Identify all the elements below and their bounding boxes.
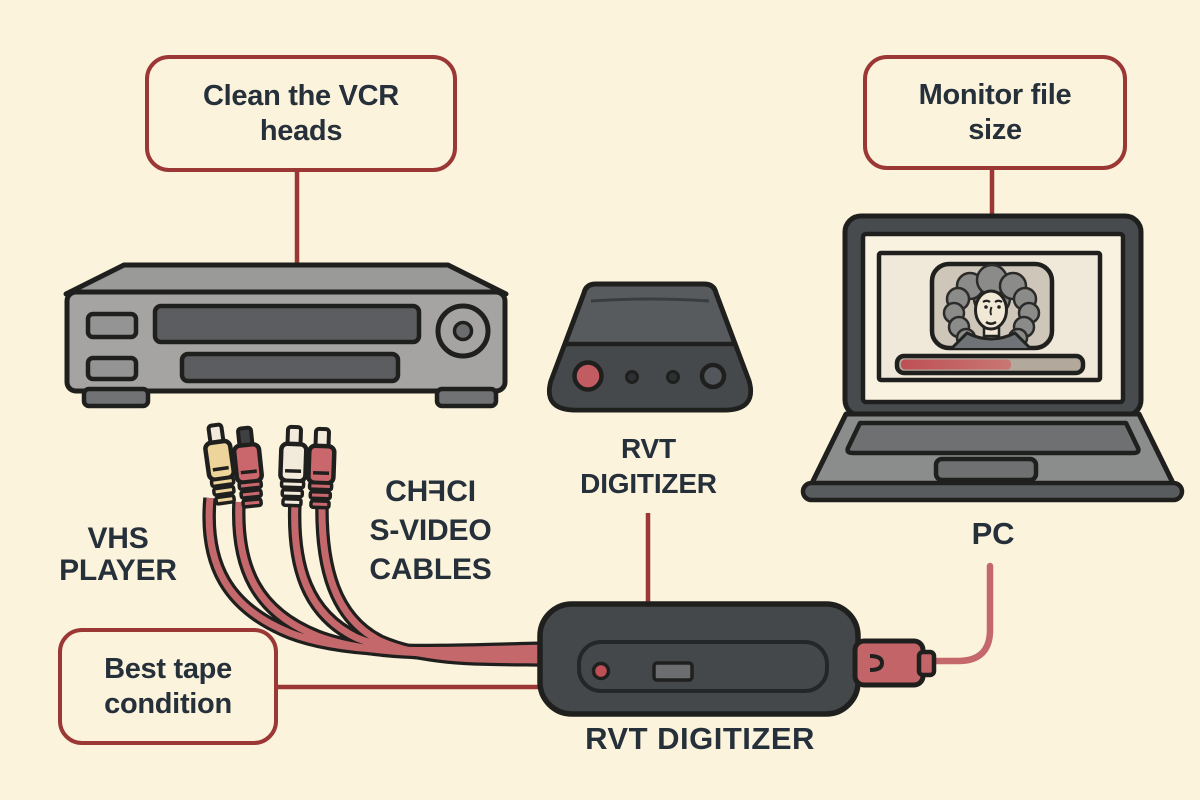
- callout-monitor-file-size: Monitor file size: [863, 55, 1127, 170]
- callout-tape-line2: condition: [104, 687, 232, 720]
- digitizer-large-illustration: [537, 601, 937, 717]
- led-dot-2: [666, 370, 680, 384]
- rca-connector-yellow: [203, 422, 237, 506]
- vcr-dial-center: [452, 320, 474, 342]
- callout-best-tape-condition: Best tape condition: [58, 628, 278, 745]
- cable-4: [318, 502, 553, 664]
- vhs-player-line2: PLAYER: [59, 554, 177, 587]
- digitizer-small-line1: RVT: [621, 433, 676, 464]
- garbled-glyph: F: [428, 475, 447, 508]
- vcr-foot-left: [81, 386, 151, 409]
- laptop-trackpad: [933, 456, 1039, 483]
- av-cables: [205, 497, 553, 664]
- callout-tape-line1: Best tape: [104, 652, 232, 685]
- rca-connector-cream: [278, 424, 309, 508]
- usb-plug-icon: [852, 638, 926, 688]
- rca-connector-red-1: [231, 425, 264, 509]
- vcr-top-face: [63, 262, 509, 297]
- vcr-cassette-slot: [152, 303, 422, 345]
- digitizer-small-lid-line: [590, 297, 710, 303]
- led-dot-1: [625, 370, 639, 384]
- usb-plug-symbol: [869, 654, 884, 672]
- cables-line2: S-VIDEO: [369, 514, 492, 547]
- callout-clean-line1: Clean the VCR: [203, 79, 399, 112]
- laptop-keyboard: [845, 420, 1141, 456]
- rca-connector-red-2: [306, 426, 337, 510]
- vhs-player-label: VHS PLAYER: [38, 523, 198, 587]
- vcr-foot-right: [434, 386, 499, 409]
- digitizer-small-line2: DIGITIZER: [580, 468, 717, 499]
- callout-clean-vcr-heads: Clean the VCR heads: [145, 55, 457, 172]
- video-progress-fill: [901, 359, 1011, 370]
- laptop-illustration: [800, 213, 1185, 503]
- vcr-button-top: [85, 311, 139, 340]
- digitizer-large-panel: [577, 640, 829, 693]
- vcr-lower-slot: [179, 351, 401, 384]
- pc-label: PC: [971, 516, 1015, 551]
- digitizer-large-label: RVT DIGITIZER: [585, 721, 815, 756]
- vcr-illustration: [63, 262, 509, 409]
- woman-portrait-icon: [942, 264, 1041, 348]
- digitizer-small-knob: [699, 362, 727, 390]
- callout-connector-lines: [276, 168, 995, 690]
- callout-monitor-line1: Monitor file: [918, 78, 1072, 111]
- usb-cable-to-pc: [924, 562, 994, 665]
- digitizer-small-front: [547, 341, 753, 413]
- vcr-button-bottom: [85, 355, 139, 382]
- digitizer-small-label: RVT DIGITIZER: [556, 431, 741, 501]
- laptop-base-bottom: [800, 480, 1185, 503]
- cables-line3: CABLES: [369, 553, 492, 586]
- digitizer-small-illustration: [547, 281, 753, 413]
- digitizer-large-led: [591, 661, 611, 681]
- callout-clean-line2: heads: [259, 114, 343, 147]
- digitizer-large-port: [652, 661, 694, 682]
- digitizer-large-body: [537, 601, 861, 717]
- record-button: [572, 360, 604, 392]
- cables-label: CHFCI S-VIDEO CABLES: [338, 472, 523, 589]
- cables-line1: CHFCI: [338, 472, 523, 511]
- rca-connectors: [203, 422, 337, 510]
- vhs-player-line1: VHS: [87, 522, 149, 555]
- usb-plug-tip: [916, 649, 937, 678]
- callout-monitor-line2: size: [968, 113, 1022, 146]
